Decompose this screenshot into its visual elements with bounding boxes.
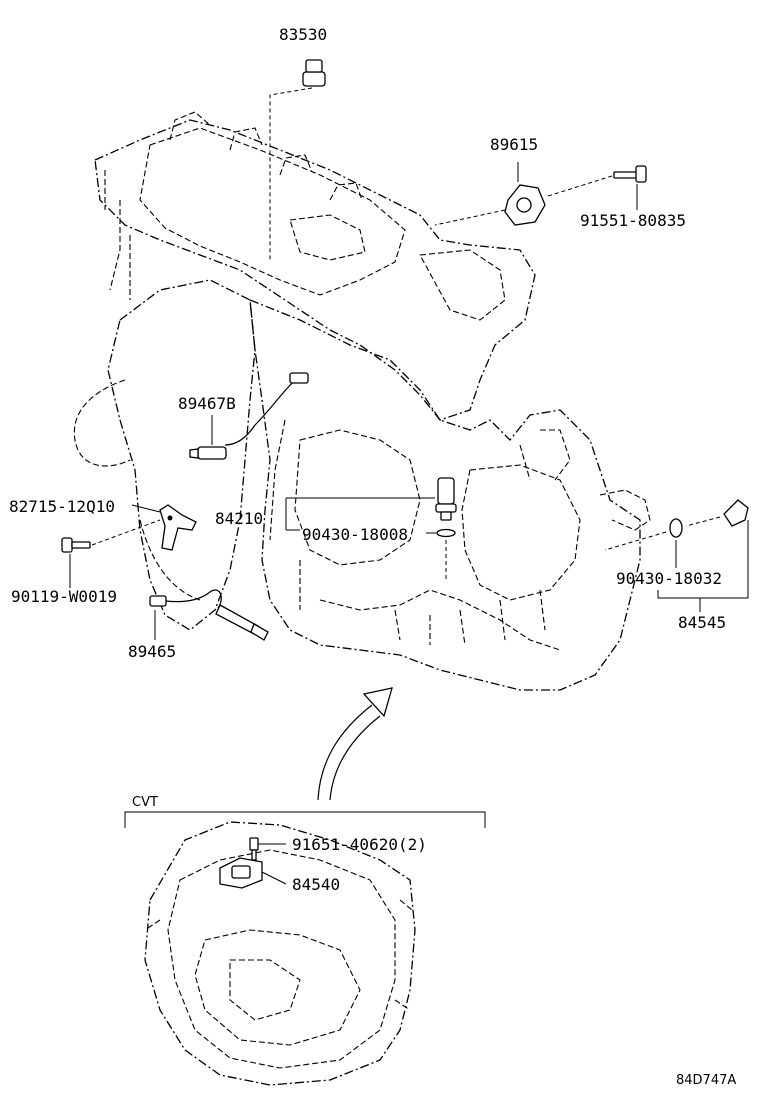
sensor-89465 bbox=[149, 589, 269, 641]
label-89467b: 89467B bbox=[178, 394, 236, 413]
label-89465: 89465 bbox=[128, 642, 176, 661]
sensor-83530 bbox=[269, 59, 326, 260]
cvt-inset: CVT 91651-40620(2) 84540 bbox=[124, 795, 486, 1086]
switch-84545 bbox=[604, 499, 749, 612]
label-90430-18032: 90430-18032 bbox=[616, 569, 722, 588]
bolt-90119 bbox=[61, 519, 161, 588]
label-83530: 83530 bbox=[279, 25, 327, 44]
sensor-89467b bbox=[189, 372, 309, 460]
label-cvt: CVT bbox=[132, 795, 158, 810]
label-89615: 89615 bbox=[490, 135, 538, 154]
label-84540: 84540 bbox=[292, 875, 340, 894]
label-91551: 91551-80835 bbox=[580, 211, 686, 230]
sensor-89615 bbox=[434, 162, 546, 226]
label-84545: 84545 bbox=[678, 613, 726, 632]
bolt-91551 bbox=[547, 165, 647, 210]
label-84210: 84210 bbox=[215, 509, 263, 528]
switch-84210 bbox=[285, 477, 457, 580]
label-90119: 90119-W0019 bbox=[11, 587, 117, 606]
label-90430-18008: 90430-18008 bbox=[302, 525, 408, 544]
label-91651: 91651-40620(2) bbox=[292, 835, 427, 854]
arrow-icon bbox=[317, 687, 393, 801]
bracket-82715 bbox=[131, 504, 197, 551]
label-82715: 82715-12Q10 bbox=[9, 497, 115, 516]
reference-code: 84D747A bbox=[676, 1073, 736, 1088]
engine-assembly bbox=[73, 111, 651, 691]
